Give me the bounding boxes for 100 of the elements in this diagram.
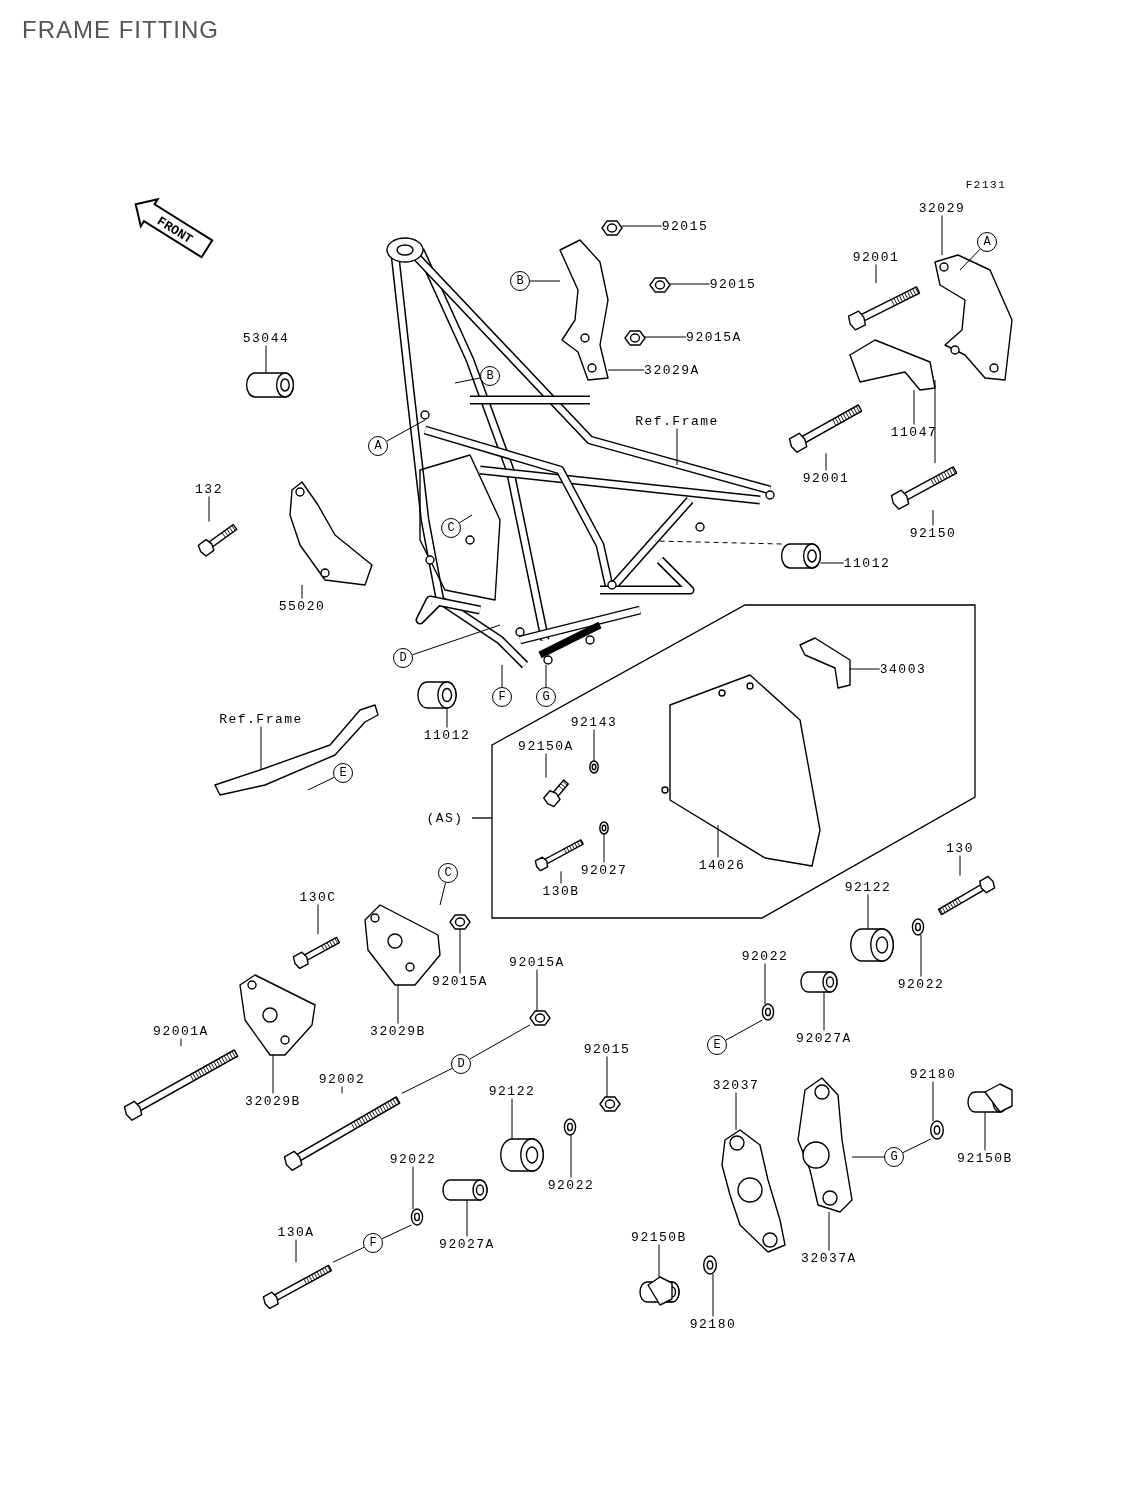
nut-drawing xyxy=(599,1096,621,1112)
part-number: 11012 xyxy=(843,555,891,571)
bolt-drawing xyxy=(890,466,958,510)
plate-drawing xyxy=(661,674,821,867)
callout-letter: G xyxy=(536,687,556,707)
callout-letter: D xyxy=(393,648,413,668)
nut-drawing xyxy=(449,914,471,930)
leader-line xyxy=(920,934,922,977)
callout-letter: E xyxy=(707,1035,727,1055)
part-number: 92001A xyxy=(153,1023,209,1039)
bolt-drawing xyxy=(262,1264,333,1310)
leader-line xyxy=(654,540,783,545)
callout-letter: F xyxy=(363,1233,383,1253)
frame-bar-drawing xyxy=(214,704,379,796)
leader-line xyxy=(819,562,845,564)
part-number: 92022 xyxy=(897,976,945,992)
leader-line xyxy=(317,904,319,935)
part-number: 92015A xyxy=(432,973,488,989)
part-number: 92015 xyxy=(709,276,757,292)
part-number: 92122 xyxy=(844,879,892,895)
part-number: 92122 xyxy=(488,1083,536,1099)
part-number: 92150A xyxy=(518,738,574,754)
part-number: 92002 xyxy=(318,1071,366,1087)
leader-line xyxy=(570,1134,572,1178)
nut-drawing xyxy=(601,220,623,236)
leader-line xyxy=(332,1246,365,1263)
bolt-drawing xyxy=(292,936,341,970)
link-plate-drawing xyxy=(721,1129,786,1253)
leader-line xyxy=(208,496,210,523)
leader-line xyxy=(676,428,678,466)
leader-line xyxy=(295,1239,297,1263)
leader-line xyxy=(825,452,827,471)
part-number: 92001 xyxy=(852,249,900,265)
leader-line xyxy=(454,377,481,384)
washer-drawing xyxy=(563,1118,577,1136)
washer-drawing xyxy=(930,1120,944,1140)
part-number: 92015 xyxy=(661,218,709,234)
bolt-drawing xyxy=(788,404,863,453)
part-number: 92180 xyxy=(689,1316,737,1332)
part-number: 92143 xyxy=(570,714,618,730)
washer-drawing xyxy=(911,918,925,936)
leader-line xyxy=(941,215,943,256)
part-number: 32029 xyxy=(918,200,966,216)
part-number: 92027 xyxy=(580,862,628,878)
washer-drawing xyxy=(410,1208,424,1226)
bushing-drawing xyxy=(780,543,822,569)
leader-line xyxy=(621,225,663,227)
callout-letter: A xyxy=(368,436,388,456)
part-number: 92015 xyxy=(583,1041,631,1057)
part-number: 11047 xyxy=(890,424,938,440)
part-number: 92022 xyxy=(547,1177,595,1193)
leader-line xyxy=(301,584,303,599)
callout-letter: D xyxy=(451,1054,471,1074)
leader-line xyxy=(867,894,869,930)
part-number: Ref.Frame xyxy=(219,711,303,727)
frame-drawing xyxy=(386,237,775,669)
leader-line xyxy=(386,419,426,442)
leader-line xyxy=(658,1244,660,1278)
leader-line xyxy=(272,1054,274,1094)
part-number: 92001 xyxy=(802,470,850,486)
leader-line xyxy=(959,248,981,271)
bolt-drawing xyxy=(967,1083,1013,1113)
part-number: 92027A xyxy=(796,1030,852,1046)
part-number: 32029B xyxy=(245,1093,301,1109)
leader-line xyxy=(764,963,766,1005)
leader-line xyxy=(717,824,719,858)
leader-line xyxy=(934,379,936,464)
part-number: 32029B xyxy=(370,1023,426,1039)
leader-line xyxy=(459,928,461,974)
leader-line xyxy=(725,1019,763,1041)
leader-line xyxy=(411,624,501,656)
washer-drawing xyxy=(589,760,599,774)
part-number: 130B xyxy=(542,883,580,899)
leader-line xyxy=(735,1092,737,1131)
leader-line xyxy=(984,1111,986,1151)
leader-line xyxy=(529,280,561,282)
leader-line xyxy=(932,509,934,526)
callout-letter: C xyxy=(438,863,458,883)
bushing-drawing xyxy=(417,681,457,709)
part-number: 130A xyxy=(277,1224,315,1240)
leader-line xyxy=(828,1211,830,1251)
leader-line xyxy=(397,984,399,1024)
bolt-drawing xyxy=(197,523,238,557)
leader-line xyxy=(180,1038,182,1047)
washer-drawing xyxy=(761,1003,775,1021)
leader-line xyxy=(593,729,595,762)
leader-line xyxy=(265,345,267,374)
leader-line xyxy=(412,1166,414,1210)
leader-line xyxy=(959,855,961,877)
bolt-drawing xyxy=(937,875,996,916)
washer-drawing xyxy=(599,821,609,835)
leader-line xyxy=(823,991,825,1031)
leader-line xyxy=(932,1081,934,1122)
leader-line xyxy=(849,668,881,670)
leader-line xyxy=(401,1067,453,1094)
part-number: 53044 xyxy=(242,330,290,346)
washer-drawing xyxy=(703,1255,717,1275)
leader-line xyxy=(607,369,645,371)
bushing-drawing xyxy=(442,1179,488,1201)
leader-line xyxy=(712,1273,714,1317)
